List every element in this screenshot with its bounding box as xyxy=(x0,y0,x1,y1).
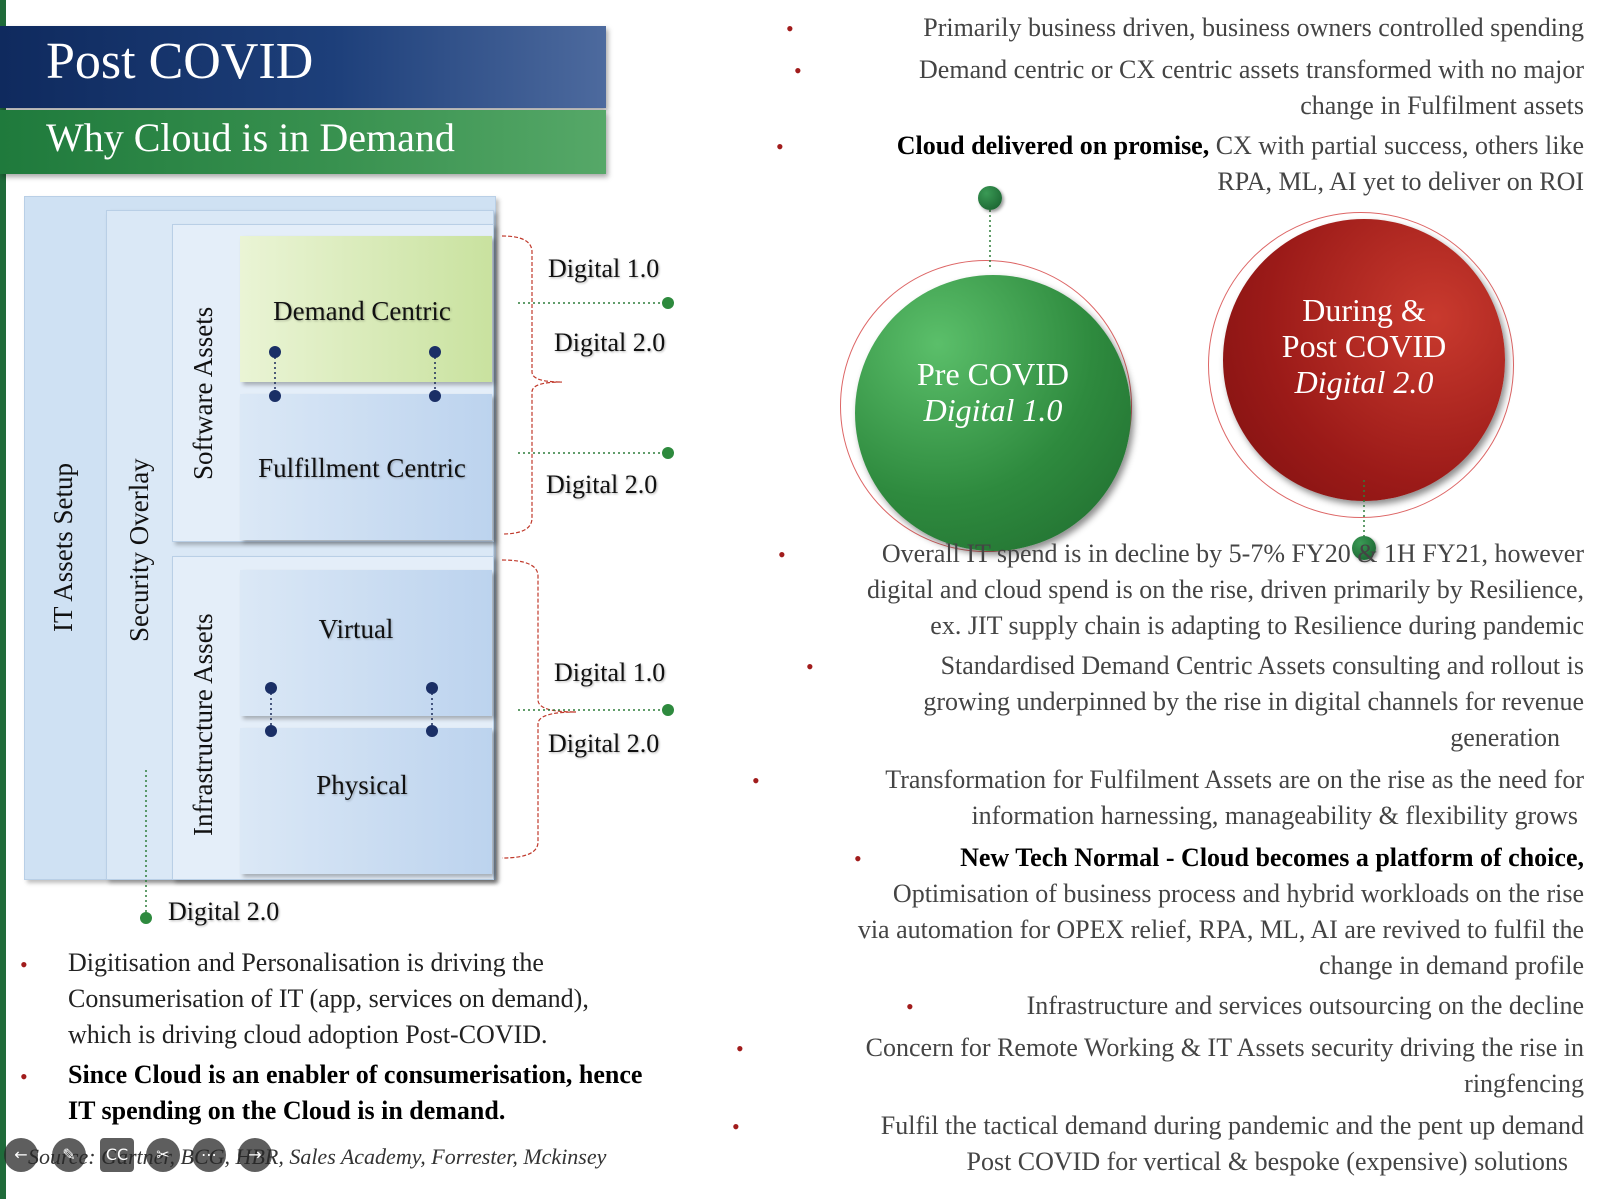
post-covid-line3: Digital 2.0 xyxy=(1294,364,1434,400)
right-bullet-8: Infrastructure and services outsourcing … xyxy=(1026,991,1584,1020)
bullet-marker: • xyxy=(906,994,914,1019)
fulfillment-centric-box xyxy=(240,394,492,540)
right-bullet-9: Concern for Remote Working & IT Assets s… xyxy=(865,1033,1584,1098)
pen-icon[interactable]: ✎ xyxy=(52,1138,86,1172)
pre-covid-line1: Pre COVID xyxy=(917,356,1069,392)
demand-centric-box xyxy=(240,236,492,382)
circle-connectors xyxy=(989,200,1365,540)
right-bullet-7: New Tech Normal - Cloud becomes a platfo… xyxy=(857,843,1584,980)
post-covid-circle xyxy=(1223,219,1505,501)
forward-arrow-icon[interactable]: → xyxy=(238,1138,272,1172)
connector-dot xyxy=(269,390,281,402)
diagram-connectors xyxy=(140,235,674,924)
pre-covid-ring xyxy=(840,260,1132,552)
left-edge-stripe xyxy=(0,0,6,1199)
connector-dot xyxy=(265,682,277,694)
connector-dot xyxy=(269,346,281,358)
leader-dot xyxy=(140,912,152,924)
bullet-marker: • xyxy=(736,1036,744,1061)
fulfillment-digital-2-label: Digital 2.0 xyxy=(546,470,658,499)
right-bullet-4: Overall IT spend is in decline by 5-7% F… xyxy=(866,539,1584,640)
physical-label: Physical xyxy=(316,770,408,800)
leader-dot xyxy=(662,297,674,309)
connector-dot xyxy=(429,390,441,402)
bullet-marker: • xyxy=(794,58,802,83)
infra-digital-1-label: Digital 1.0 xyxy=(554,658,666,687)
software-digital-1-label: Digital 1.0 xyxy=(548,254,660,283)
post-covid-text: During & Post COVID Digital 2.0 xyxy=(1282,292,1446,400)
post-covid-ring xyxy=(1208,212,1514,518)
title-banner xyxy=(0,26,606,108)
post-covid-line1: During & xyxy=(1302,292,1426,328)
bullet-marker: • xyxy=(20,952,28,977)
bullet-marker: • xyxy=(806,654,814,679)
slide-toolbar: ← ✎ CC ✂ ⋯ → xyxy=(4,1138,274,1178)
bullet-marker: • xyxy=(752,768,760,793)
bullet-marker: • xyxy=(20,1064,28,1089)
pre-covid-text: Pre COVID Digital 1.0 xyxy=(917,356,1069,428)
page-title: Post COVID xyxy=(46,33,314,90)
post-covid-line2: Post COVID xyxy=(1281,328,1447,364)
connector-dot xyxy=(426,725,438,737)
post-covid-knob xyxy=(1352,536,1376,560)
bullet-marker: • xyxy=(732,1114,740,1139)
bullet-marker: • xyxy=(778,542,786,567)
security-digital-2-label: Digital 2.0 xyxy=(168,897,280,926)
leader-dot xyxy=(662,447,674,459)
infra-digital-2-label: Digital 2.0 xyxy=(548,729,660,758)
right-bullet-3: Cloud delivered on promise, CX with part… xyxy=(896,131,1584,196)
back-arrow-icon[interactable]: ← xyxy=(4,1138,38,1172)
connector-dot xyxy=(265,725,277,737)
left-bullet-2: Since Cloud is an enabler of consumerisa… xyxy=(68,1060,643,1125)
bullet-marker: • xyxy=(786,16,794,41)
right-bullet-1: Primarily business driven, business owne… xyxy=(923,13,1584,42)
right-bullet-6: Transformation for Fulfilment Assets are… xyxy=(885,765,1584,830)
physical-box xyxy=(240,728,492,874)
pre-covid-knob xyxy=(978,186,1002,210)
virtual-box xyxy=(240,570,492,716)
fulfillment-centric-label: Fulfillment Centric xyxy=(258,453,466,483)
cut-icon[interactable]: ✂ xyxy=(146,1138,180,1172)
virtual-label: Virtual xyxy=(318,614,394,644)
left-bullet-1: Digitisation and Personalisation is driv… xyxy=(68,948,589,1049)
captions-icon[interactable]: CC xyxy=(100,1138,134,1172)
leader-dot xyxy=(662,704,674,716)
connector-dot xyxy=(426,682,438,694)
pre-covid-line2: Digital 1.0 xyxy=(923,392,1063,428)
right-bullet-10: Fulfil the tactical demand during pandem… xyxy=(880,1111,1584,1176)
connector-dot xyxy=(429,346,441,358)
software-digital-2-label: Digital 2.0 xyxy=(554,328,666,357)
demand-centric-label: Demand Centric xyxy=(273,296,451,326)
bullet-marker: • xyxy=(776,134,784,159)
subtitle-banner xyxy=(0,110,606,174)
bullet-marker: • xyxy=(854,846,862,871)
right-bullet-5: Standardised Demand Centric Assets consu… xyxy=(923,651,1584,752)
more-icon[interactable]: ⋯ xyxy=(192,1138,226,1172)
right-bullet-2: Demand centric or CX centric assets tran… xyxy=(919,55,1584,120)
page-subtitle: Why Cloud is in Demand xyxy=(46,115,455,160)
pre-covid-circle xyxy=(855,275,1131,551)
